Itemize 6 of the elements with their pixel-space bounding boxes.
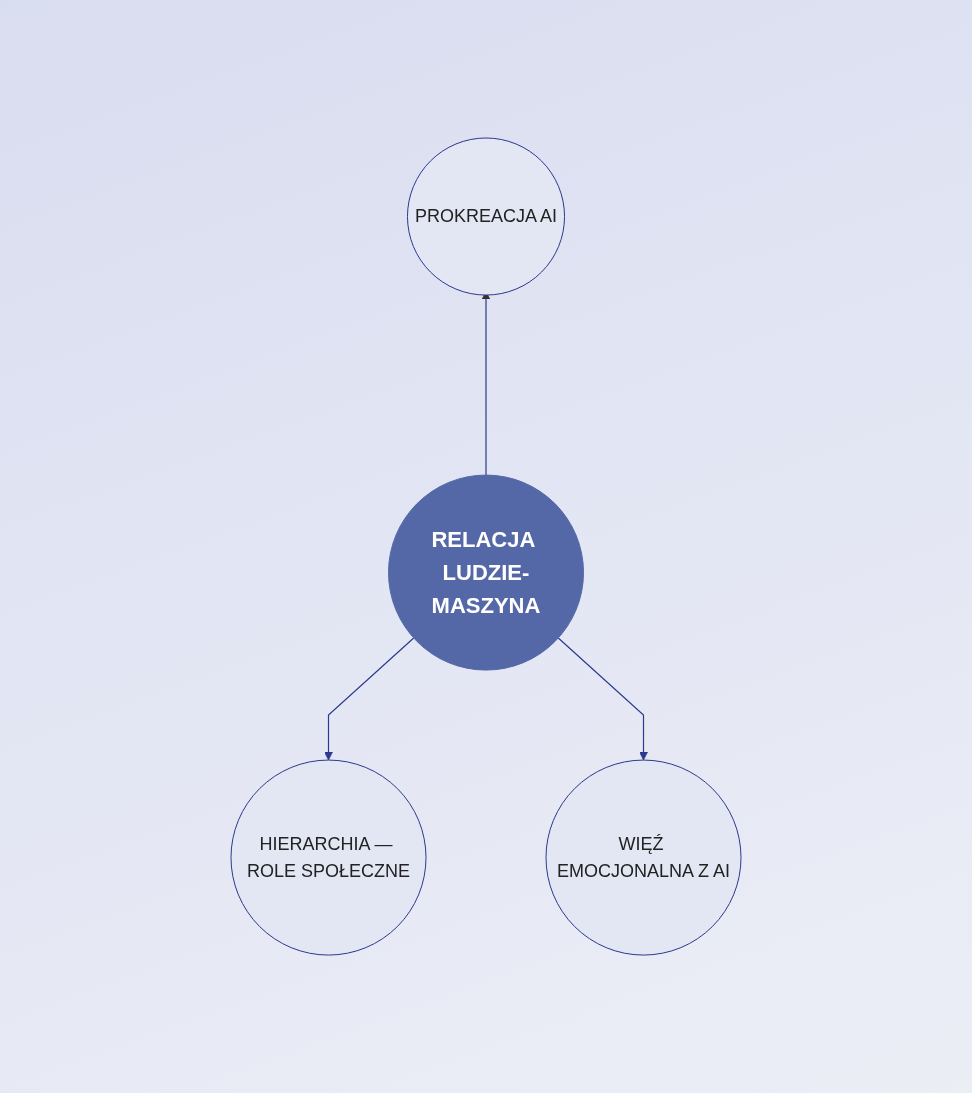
arrow [557, 637, 648, 761]
arrow [324, 637, 415, 761]
node-circle: HIERARCHIA — ROLE SPOŁECZNE [230, 759, 427, 956]
node-circle: WIĘŹ EMOCJONALNA Z AI [545, 759, 742, 956]
node-circle: RELACJA LUDZIE-MASZYNA [388, 474, 584, 671]
node-circle: PROKREACJA AI [406, 137, 566, 296]
